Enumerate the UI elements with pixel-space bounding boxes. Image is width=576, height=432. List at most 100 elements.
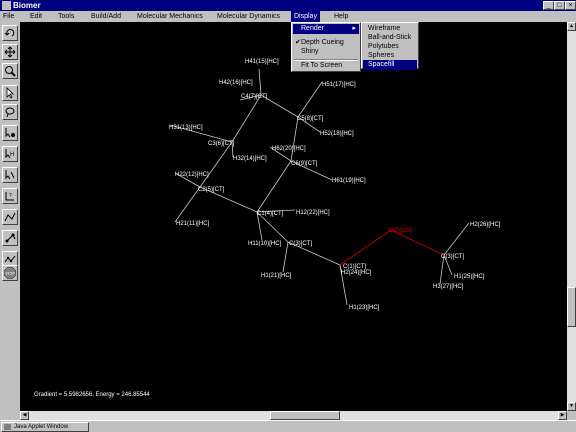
bond bbox=[199, 186, 258, 213]
bond bbox=[256, 211, 289, 243]
bond bbox=[443, 222, 470, 256]
atom-label: H42(16)[HC] bbox=[219, 80, 253, 86]
atom-label: C1(4)[CT] bbox=[257, 211, 284, 217]
hydrogen-icon[interactable]: H bbox=[2, 146, 18, 162]
menu-item-depth-cueing[interactable]: ✔ Depth Cueing bbox=[295, 39, 344, 46]
atom-label: C5(8)[CT] bbox=[297, 116, 324, 122]
bond bbox=[258, 68, 262, 96]
window-title: Biomer bbox=[13, 1, 41, 10]
menu-display[interactable]: Display bbox=[291, 11, 320, 22]
menu-item-shiny[interactable]: Shiny bbox=[301, 48, 319, 55]
bond bbox=[231, 141, 234, 158]
vertical-scroll-thumb[interactable] bbox=[567, 287, 576, 327]
bond bbox=[443, 254, 453, 276]
menu-item-wireframe[interactable]: Wireframe bbox=[368, 25, 401, 32]
bond bbox=[390, 229, 445, 256]
atom-label: C(3)[CT] bbox=[441, 254, 464, 260]
atom-label: C(3)[CT] bbox=[289, 241, 312, 247]
chain-icon[interactable] bbox=[2, 251, 18, 267]
atom-label: H12(22)[HC] bbox=[296, 210, 330, 216]
java-applet-window-label: Java Applet Window bbox=[1, 422, 89, 432]
menu-build-add[interactable]: Build/Add bbox=[91, 13, 121, 20]
scroll-right-icon[interactable]: ▶ bbox=[558, 411, 567, 420]
scroll-down-icon[interactable]: ▼ bbox=[567, 402, 576, 411]
close-icon[interactable]: × bbox=[565, 1, 576, 10]
menu-help[interactable]: Help bbox=[334, 13, 349, 20]
submenu-arrow-icon: ▸ bbox=[352, 25, 356, 32]
atom-label: H11(10)[HC] bbox=[248, 241, 282, 247]
menu-bar: File Edit Tools Build/Add Molecular Mech… bbox=[0, 11, 576, 22]
bonds bbox=[169, 68, 470, 306]
atom-label: H1(25)[HC] bbox=[454, 274, 485, 280]
rotate-icon[interactable] bbox=[2, 25, 18, 41]
atom-label: H2(26)[HC] bbox=[470, 222, 501, 228]
menu-molecular-mechanics[interactable]: Molecular Mechanics bbox=[137, 13, 203, 20]
bond bbox=[256, 160, 292, 213]
bond bbox=[199, 141, 233, 188]
menu-item-spheres[interactable]: Spheres bbox=[368, 52, 395, 59]
bond bbox=[439, 254, 445, 285]
horizontal-scrollbar[interactable]: ◀ ▶ bbox=[20, 411, 567, 420]
add-atom-icon[interactable] bbox=[2, 125, 18, 141]
menu-separator bbox=[294, 59, 358, 61]
molecule-drawing: H41(15)[HC] H42(16)[HC] C4(7)[CT] H51(17… bbox=[169, 59, 501, 311]
bond bbox=[239, 94, 262, 101]
menu-item-fit-to-screen[interactable]: Fit To Screen bbox=[301, 62, 343, 69]
oxygen-bonds bbox=[339, 229, 445, 266]
atom-label: H22(12)[HC] bbox=[175, 172, 209, 178]
angle-icon[interactable]: ? bbox=[2, 188, 18, 204]
atom-label: H41(15)[HC] bbox=[245, 59, 279, 65]
vertical-scrollbar[interactable]: ▲ ▼ bbox=[567, 22, 576, 411]
bond bbox=[339, 264, 348, 306]
bond bbox=[297, 81, 323, 118]
bond bbox=[282, 241, 289, 273]
menu-item-render[interactable]: Render ▸ bbox=[293, 24, 359, 34]
atom-label: H2(24)[HC] bbox=[341, 270, 372, 276]
dihedral-icon[interactable] bbox=[2, 209, 18, 225]
bond-icon[interactable] bbox=[2, 167, 18, 183]
menu-item-polytubes[interactable]: Polytubes bbox=[368, 43, 399, 50]
atom-label: C3(6)[CT] bbox=[208, 141, 235, 147]
atom-label: H3(27)[HC] bbox=[433, 284, 464, 290]
lasso-icon[interactable] bbox=[2, 104, 18, 120]
zoom-icon[interactable] bbox=[2, 63, 18, 79]
horizontal-scroll-thumb[interactable] bbox=[270, 411, 340, 420]
measure-icon[interactable] bbox=[2, 230, 18, 246]
menu-item-ball-and-stick[interactable]: Ball-and-Stick bbox=[368, 34, 412, 41]
atom-label: O(2)[OS] bbox=[388, 228, 412, 234]
atom-label: C4(7)[CT] bbox=[241, 94, 268, 100]
menu-file[interactable]: File bbox=[3, 13, 15, 20]
atom-label: H61(19)[HC] bbox=[332, 178, 366, 184]
render-submenu: Wireframe Ball-and-Stick Polytubes Spher… bbox=[361, 22, 419, 70]
bond bbox=[174, 172, 201, 188]
select-icon[interactable] bbox=[2, 85, 18, 101]
maximize-icon[interactable]: □ bbox=[554, 1, 565, 10]
svg-text:STOP: STOP bbox=[5, 272, 15, 276]
menu-item-spacefill[interactable]: Spacefill bbox=[363, 60, 417, 70]
svg-text:?: ? bbox=[9, 193, 12, 199]
scroll-up-icon[interactable]: ▲ bbox=[567, 22, 576, 31]
tool-palette: H ? STOP bbox=[0, 22, 20, 420]
bond bbox=[297, 116, 321, 133]
bond bbox=[256, 209, 296, 213]
java-cup-icon bbox=[4, 424, 11, 430]
bond bbox=[269, 146, 292, 162]
translate-icon[interactable] bbox=[2, 44, 18, 60]
atom-label: H62(20)[HC] bbox=[272, 146, 306, 152]
molecule-viewport[interactable]: H41(15)[HC] H42(16)[HC] C4(7)[CT] H51(17… bbox=[20, 22, 567, 411]
scroll-left-icon[interactable]: ◀ bbox=[20, 411, 29, 420]
stop-icon[interactable]: STOP bbox=[2, 265, 18, 281]
bond bbox=[231, 94, 262, 143]
menu-edit[interactable]: Edit bbox=[30, 13, 43, 20]
atom-label: H52(18)[HC] bbox=[320, 131, 354, 137]
atom-label: H1(23)[HC] bbox=[349, 305, 380, 311]
menu-tools[interactable]: Tools bbox=[58, 13, 75, 20]
bond bbox=[256, 211, 263, 241]
atom-labels: H41(15)[HC] H42(16)[HC] C4(7)[CT] H51(17… bbox=[169, 59, 501, 311]
app-icon[interactable] bbox=[2, 1, 11, 10]
atom-label: H31(13)[HC] bbox=[169, 125, 203, 131]
atom-label: H1(21)[HC] bbox=[261, 273, 292, 279]
bond bbox=[290, 116, 299, 162]
menu-molecular-dynamics[interactable]: Molecular Dynamics bbox=[217, 13, 281, 20]
minimize-icon[interactable]: _ bbox=[543, 1, 554, 10]
